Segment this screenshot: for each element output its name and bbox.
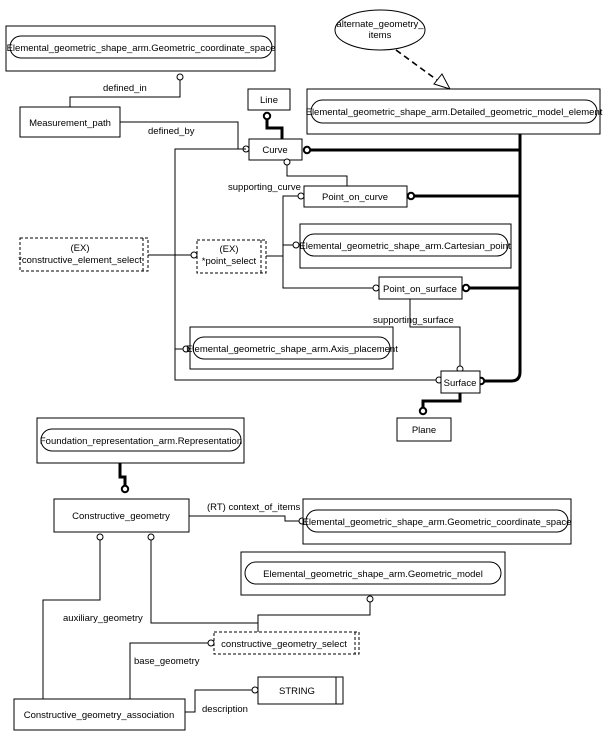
point-on-curve-label: Point_on_curve: [322, 192, 388, 203]
supporting-surface-label: supporting_surface: [373, 315, 454, 326]
detailed-geo-model-label: Elemental_geometric_shape_arm.Detailed_g…: [306, 107, 603, 118]
constructive-geometry-association-label: Constructive_geometry_association: [24, 710, 175, 721]
entity-plane: Plane: [396, 417, 452, 442]
axis-placement-label: Elemental_geometric_shape_arm.Axis_place…: [186, 344, 398, 355]
cartesian-point-label: Elemental_geometric_shape_arm.Cartesian_…: [299, 241, 511, 252]
ex-point-line1: (EX): [220, 244, 239, 255]
entity-point-on-surface: Point_on_surface: [378, 276, 463, 300]
relation-description: description: [185, 686, 259, 715]
auxiliary-geometry-label: auxiliary_geometry: [63, 613, 143, 624]
entity-foundation-representation: Foundation_representation_arm.Representa…: [36, 417, 245, 464]
relation-auxiliary-geometry: auxiliary_geometry: [42, 533, 143, 699]
measurement-path-label: Measurement_path: [29, 118, 111, 129]
geometric-model-label: Elemental_geometric_shape_arm.Geometric_…: [263, 569, 483, 580]
alternate-geometry-arrow: [395, 49, 452, 90]
entity-line: Line: [247, 88, 291, 111]
constructive-geometry-select-tree: [147, 533, 374, 632]
defined-by-label: defined_by: [148, 126, 195, 137]
relation-surface-plane: [418, 393, 462, 416]
entity-curve: Curve: [248, 138, 303, 161]
ex-constructive-line1: (EX): [71, 243, 90, 254]
base-geometry-label: base_geometry: [134, 656, 200, 667]
entity-constructive-geometry: Constructive_geometry: [53, 498, 190, 533]
geo-coord-space-top-label: Elemental_geometric_shape_arm.Geometric_…: [7, 43, 276, 54]
surface-label: Surface: [444, 378, 477, 389]
entity-geometric-model: Elemental_geometric_shape_arm.Geometric_…: [240, 551, 506, 596]
relation-defined-in: defined_in: [69, 73, 184, 107]
foundation-rep-label: Foundation_representation_arm.Representa…: [40, 436, 242, 447]
entity-measurement-path: Measurement_path: [19, 106, 121, 138]
entity-geometric-coordinate-space-top: Elemental_geometric_shape_arm.Geometric_…: [5, 25, 276, 72]
ex-point-line2: *point_select: [202, 256, 257, 267]
relation-supporting-curve: supporting_curve: [228, 158, 348, 193]
select-constructive-element: (EX) *constructive_element_select: [18, 237, 149, 272]
constructive-geometry-label: Constructive_geometry: [72, 511, 170, 522]
entity-detailed-geometric-model-element: Elemental_geometric_shape_arm.Detailed_g…: [306, 88, 603, 135]
alt-geometry-label-line1: alternate_geometry_: [336, 19, 424, 30]
relation-defined-by: defined_by: [120, 121, 250, 153]
type-string: STRING: [257, 676, 344, 705]
select-point: (EX) *point_select: [196, 239, 267, 274]
curve-label: Curve: [262, 145, 287, 156]
plane-label: Plane: [412, 425, 436, 436]
constructive-geometry-select-label: constructive_geometry_select: [221, 639, 347, 650]
entity-axis-placement: Elemental_geometric_shape_arm.Axis_place…: [186, 326, 398, 370]
string-label: STRING: [279, 686, 315, 697]
defined-in-label: defined_in: [103, 83, 147, 94]
alternate-geometry-items-node: alternate_geometry_ items: [334, 9, 426, 51]
description-label: description: [202, 704, 248, 715]
entity-geometric-coordinate-space-bottom: Elemental_geometric_shape_arm.Geometric_…: [302, 498, 572, 545]
geo-coord-space-bottom-label: Elemental_geometric_shape_arm.Geometric_…: [303, 517, 572, 528]
relation-context-of-items: (RT) context_of_items: [189, 502, 306, 525]
relation-rep-constructive-geometry: [118, 463, 130, 494]
ex-constructive-line2: *constructive_element_select: [18, 255, 142, 266]
context-of-items-label: (RT) context_of_items: [207, 502, 301, 513]
entity-cartesian-point: Elemental_geometric_shape_arm.Cartesian_…: [299, 223, 512, 269]
relation-base-geometry: base_geometry: [129, 639, 215, 699]
line-label: Line: [260, 95, 278, 106]
relation-line-curve: [262, 111, 284, 139]
alt-geometry-label-line2: items: [369, 30, 392, 41]
entity-point-on-curve: Point_on_curve: [303, 185, 408, 208]
entity-surface: Surface: [440, 370, 481, 394]
point-on-surface-label: Point_on_surface: [383, 284, 457, 295]
select-constructive-geometry: constructive_geometry_select: [213, 631, 360, 655]
entity-constructive-geometry-association: Constructive_geometry_association: [13, 698, 186, 731]
supporting-curve-label: supporting_curve: [228, 182, 301, 193]
